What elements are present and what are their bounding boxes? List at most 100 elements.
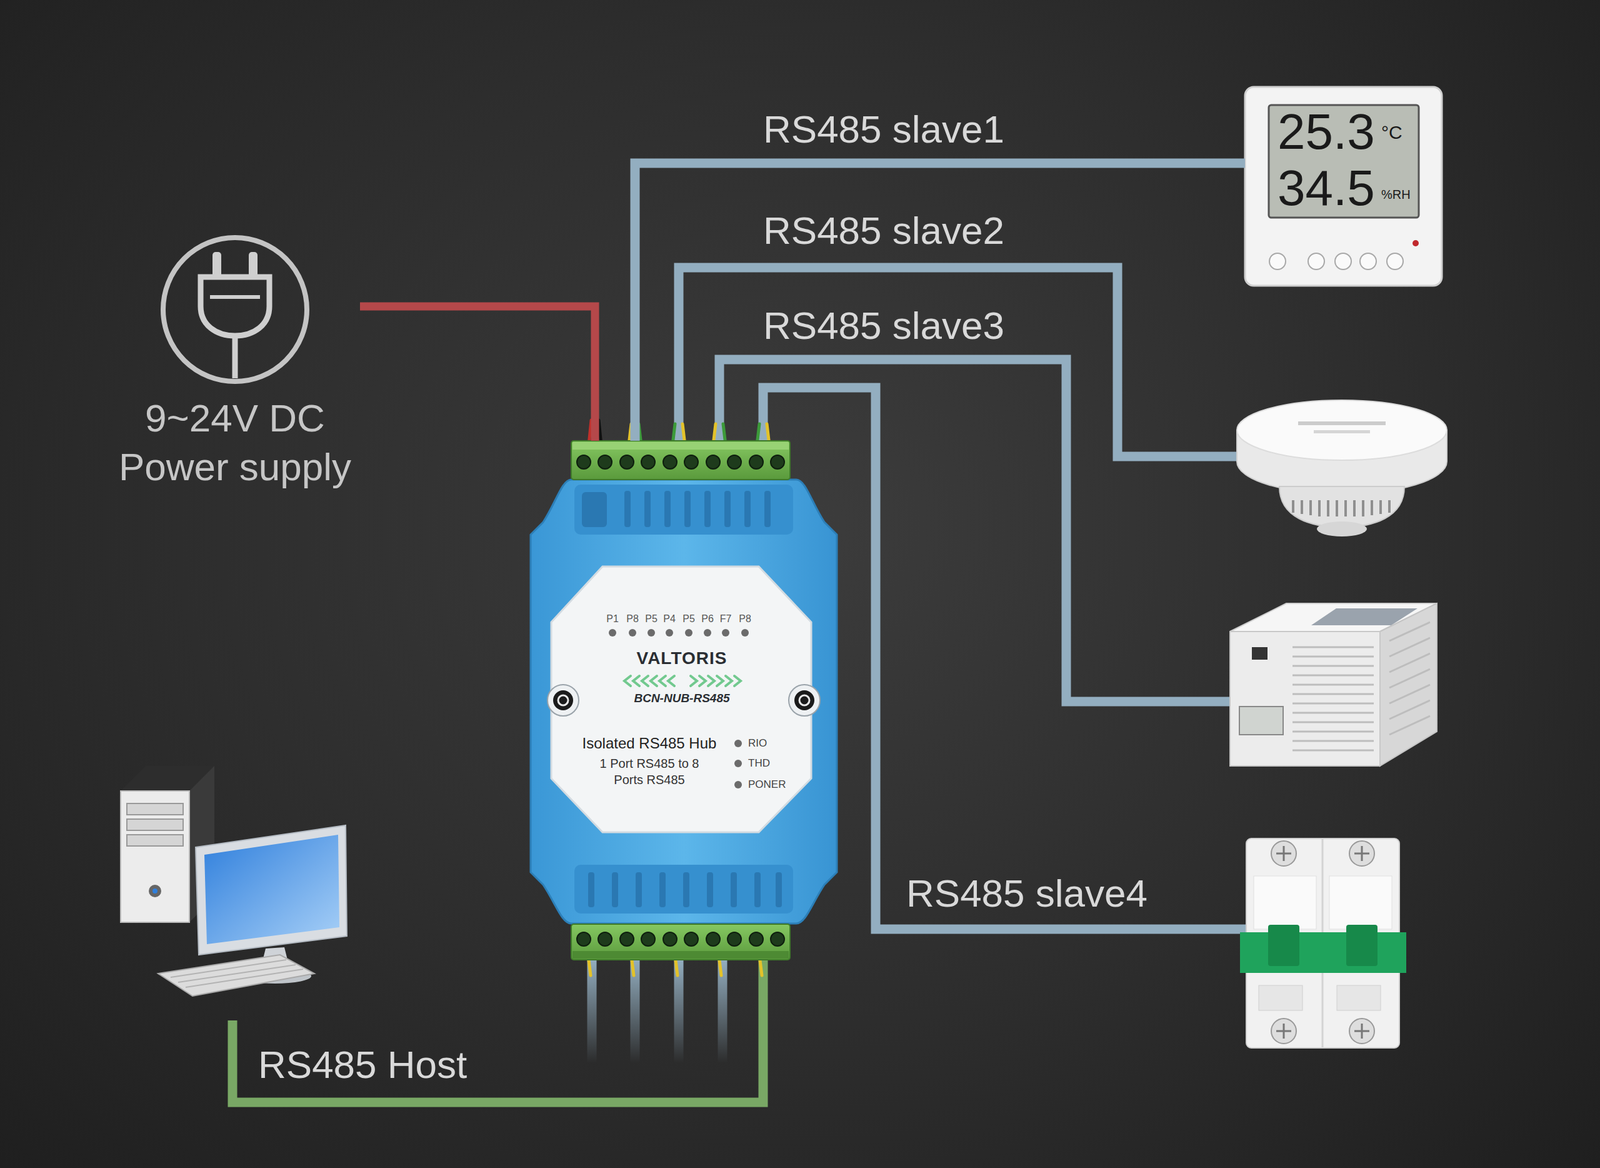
plc-controller — [1292, 730, 1374, 733]
terminal-block — [749, 931, 764, 946]
status-led-label: RIO — [748, 736, 767, 750]
connector-wire — [635, 163, 1245, 441]
chevron — [641, 675, 649, 686]
led — [628, 628, 637, 637]
chevron — [716, 675, 724, 686]
led — [734, 759, 742, 767]
plc-controller — [1230, 631, 1380, 766]
port-led-label: P5 — [645, 613, 658, 625]
thermo-hygrometer — [1308, 253, 1325, 270]
host-computer — [204, 834, 340, 944]
status-led-label: THD — [748, 756, 770, 770]
plc-controller — [1292, 674, 1374, 677]
host-computer — [195, 825, 347, 955]
port-led-label: P8 — [626, 613, 639, 625]
circuit-breaker — [1253, 875, 1317, 929]
hub-device — [588, 871, 782, 907]
smoke-detector — [1379, 500, 1382, 514]
smoke-detector — [1388, 500, 1391, 513]
plc-controller — [1239, 706, 1284, 735]
chevron — [650, 675, 657, 686]
port-led-label: P4 — [663, 613, 676, 625]
power-plug-icon — [163, 237, 307, 382]
host-computer — [126, 803, 184, 846]
circuit-breaker — [1349, 1018, 1375, 1044]
plc-controller — [1389, 621, 1430, 641]
hub-device — [574, 864, 794, 914]
chevron — [633, 675, 640, 686]
host-computer — [126, 803, 184, 815]
power-plug-icon — [163, 237, 307, 382]
hub-device — [635, 871, 642, 907]
chevron — [624, 675, 741, 686]
terminal-block — [706, 931, 720, 946]
terminal-block — [727, 455, 742, 469]
host-computer — [120, 790, 190, 922]
wire-label: RS485 Host — [258, 1045, 467, 1084]
smoke-detector — [1353, 500, 1356, 517]
host-computer — [126, 818, 184, 830]
terminal-block — [684, 455, 699, 469]
led — [741, 628, 749, 637]
plc-controller — [1292, 711, 1374, 714]
power-plug-icon — [232, 335, 239, 379]
terminal-block — [571, 440, 790, 480]
wire-label: RS485 slave1 — [763, 110, 1005, 149]
status-led-label: PONER — [748, 778, 786, 791]
host-computer — [126, 834, 184, 846]
terminal-block — [749, 455, 764, 469]
plc-controller — [1380, 603, 1437, 766]
plc-controller — [1292, 693, 1374, 695]
rs485-wire — [232, 959, 764, 1102]
port-led-label: P6 — [701, 613, 714, 625]
lcd-reading: 25.3 — [1277, 106, 1375, 157]
smoke-detector — [1370, 500, 1374, 515]
plc-controller — [1292, 749, 1374, 752]
chevron — [734, 675, 741, 686]
mount-screw — [547, 684, 820, 716]
hub-device — [683, 871, 690, 907]
terminal-block — [663, 931, 677, 946]
circuit-breaker — [1336, 985, 1381, 1010]
mount-screw — [799, 695, 810, 705]
hub-device — [775, 871, 782, 907]
thermo-hygrometer — [1386, 253, 1404, 270]
circuit-breaker — [1361, 1023, 1364, 1039]
plc-controller — [1292, 665, 1374, 667]
lcd-reading: 34.5 — [1277, 163, 1375, 214]
power-label: 9~24V DC Power supply — [110, 393, 360, 491]
smoke-detector — [1291, 500, 1295, 513]
led — [734, 739, 742, 747]
hub-device — [724, 490, 731, 527]
led — [703, 628, 712, 637]
host-computer — [152, 888, 158, 894]
hub-device — [730, 871, 737, 907]
chevron — [699, 675, 706, 686]
smoke-detector — [1313, 430, 1370, 434]
terminal-block — [727, 931, 742, 946]
hub-device — [624, 490, 631, 527]
hub-device — [581, 491, 607, 527]
smoke-detector — [1298, 421, 1386, 425]
terminal-block — [572, 441, 789, 450]
circuit-breaker — [1349, 840, 1375, 866]
plc-controller — [1292, 702, 1374, 705]
plc-controller — [1389, 668, 1430, 688]
hub-device — [659, 871, 666, 907]
terminal-block — [770, 455, 785, 469]
circuit-breaker — [1268, 924, 1300, 966]
circuit-breaker — [1361, 845, 1364, 861]
host-computer — [185, 968, 304, 987]
circuit-breaker — [1283, 845, 1285, 861]
smoke-detector — [1335, 500, 1339, 517]
product-description: 1 Port RS485 to 8 Ports RS485 — [586, 755, 712, 788]
mount-screw — [794, 690, 815, 710]
hub-device — [611, 871, 619, 907]
thermo-hygrometer — [1269, 253, 1404, 270]
plc-controller — [1389, 637, 1430, 657]
port-led-label: P5 — [682, 613, 695, 625]
mount-screw — [558, 695, 569, 705]
circuit-breaker — [1271, 840, 1297, 866]
mount-screw — [553, 690, 574, 710]
smoke-detector — [1344, 500, 1347, 517]
